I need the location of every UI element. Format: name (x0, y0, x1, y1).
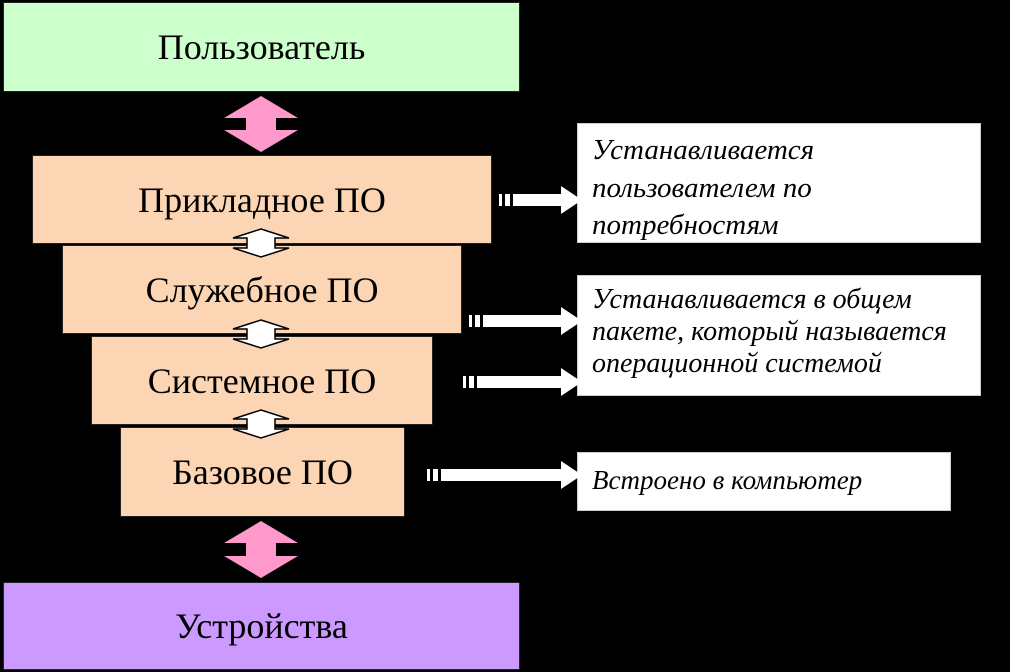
layer-base-software: Базовое ПО (120, 427, 405, 517)
note-text: Встроено в компьютер (592, 465, 863, 495)
arrow-right-icon (469, 307, 582, 335)
double-arrow-top-icon (224, 96, 298, 152)
devices-box: Устройства (3, 582, 520, 670)
layer-label: Базовое ПО (172, 452, 353, 492)
arrow-right-icon (499, 186, 582, 214)
layer-utility-software: Служебное ПО (62, 245, 462, 334)
user-label: Пользователь (157, 27, 366, 67)
note-text: Устанавливается в общем пакете, который … (592, 284, 947, 380)
layer-label: Прикладное ПО (138, 179, 386, 220)
note-text: Устанавливается пользователем по потребн… (592, 134, 815, 242)
user-box: Пользователь (3, 2, 520, 92)
layer-system-software: Системное ПО (91, 336, 433, 425)
layer-application-software: Прикладное ПО (32, 155, 492, 244)
arrow-right-icon (463, 368, 582, 396)
arrow-right-icon (427, 461, 582, 489)
note-operating-system: Устанавливается в общем пакете, который … (577, 275, 981, 396)
note-built-in: Встроено в компьютер (577, 452, 951, 511)
double-arrow-bottom-icon (224, 521, 298, 578)
layer-label: Системное ПО (147, 360, 377, 401)
note-application: Устанавливается пользователем по потребн… (577, 123, 981, 243)
layer-label: Служебное ПО (145, 269, 379, 310)
devices-label: Устройства (175, 606, 348, 646)
